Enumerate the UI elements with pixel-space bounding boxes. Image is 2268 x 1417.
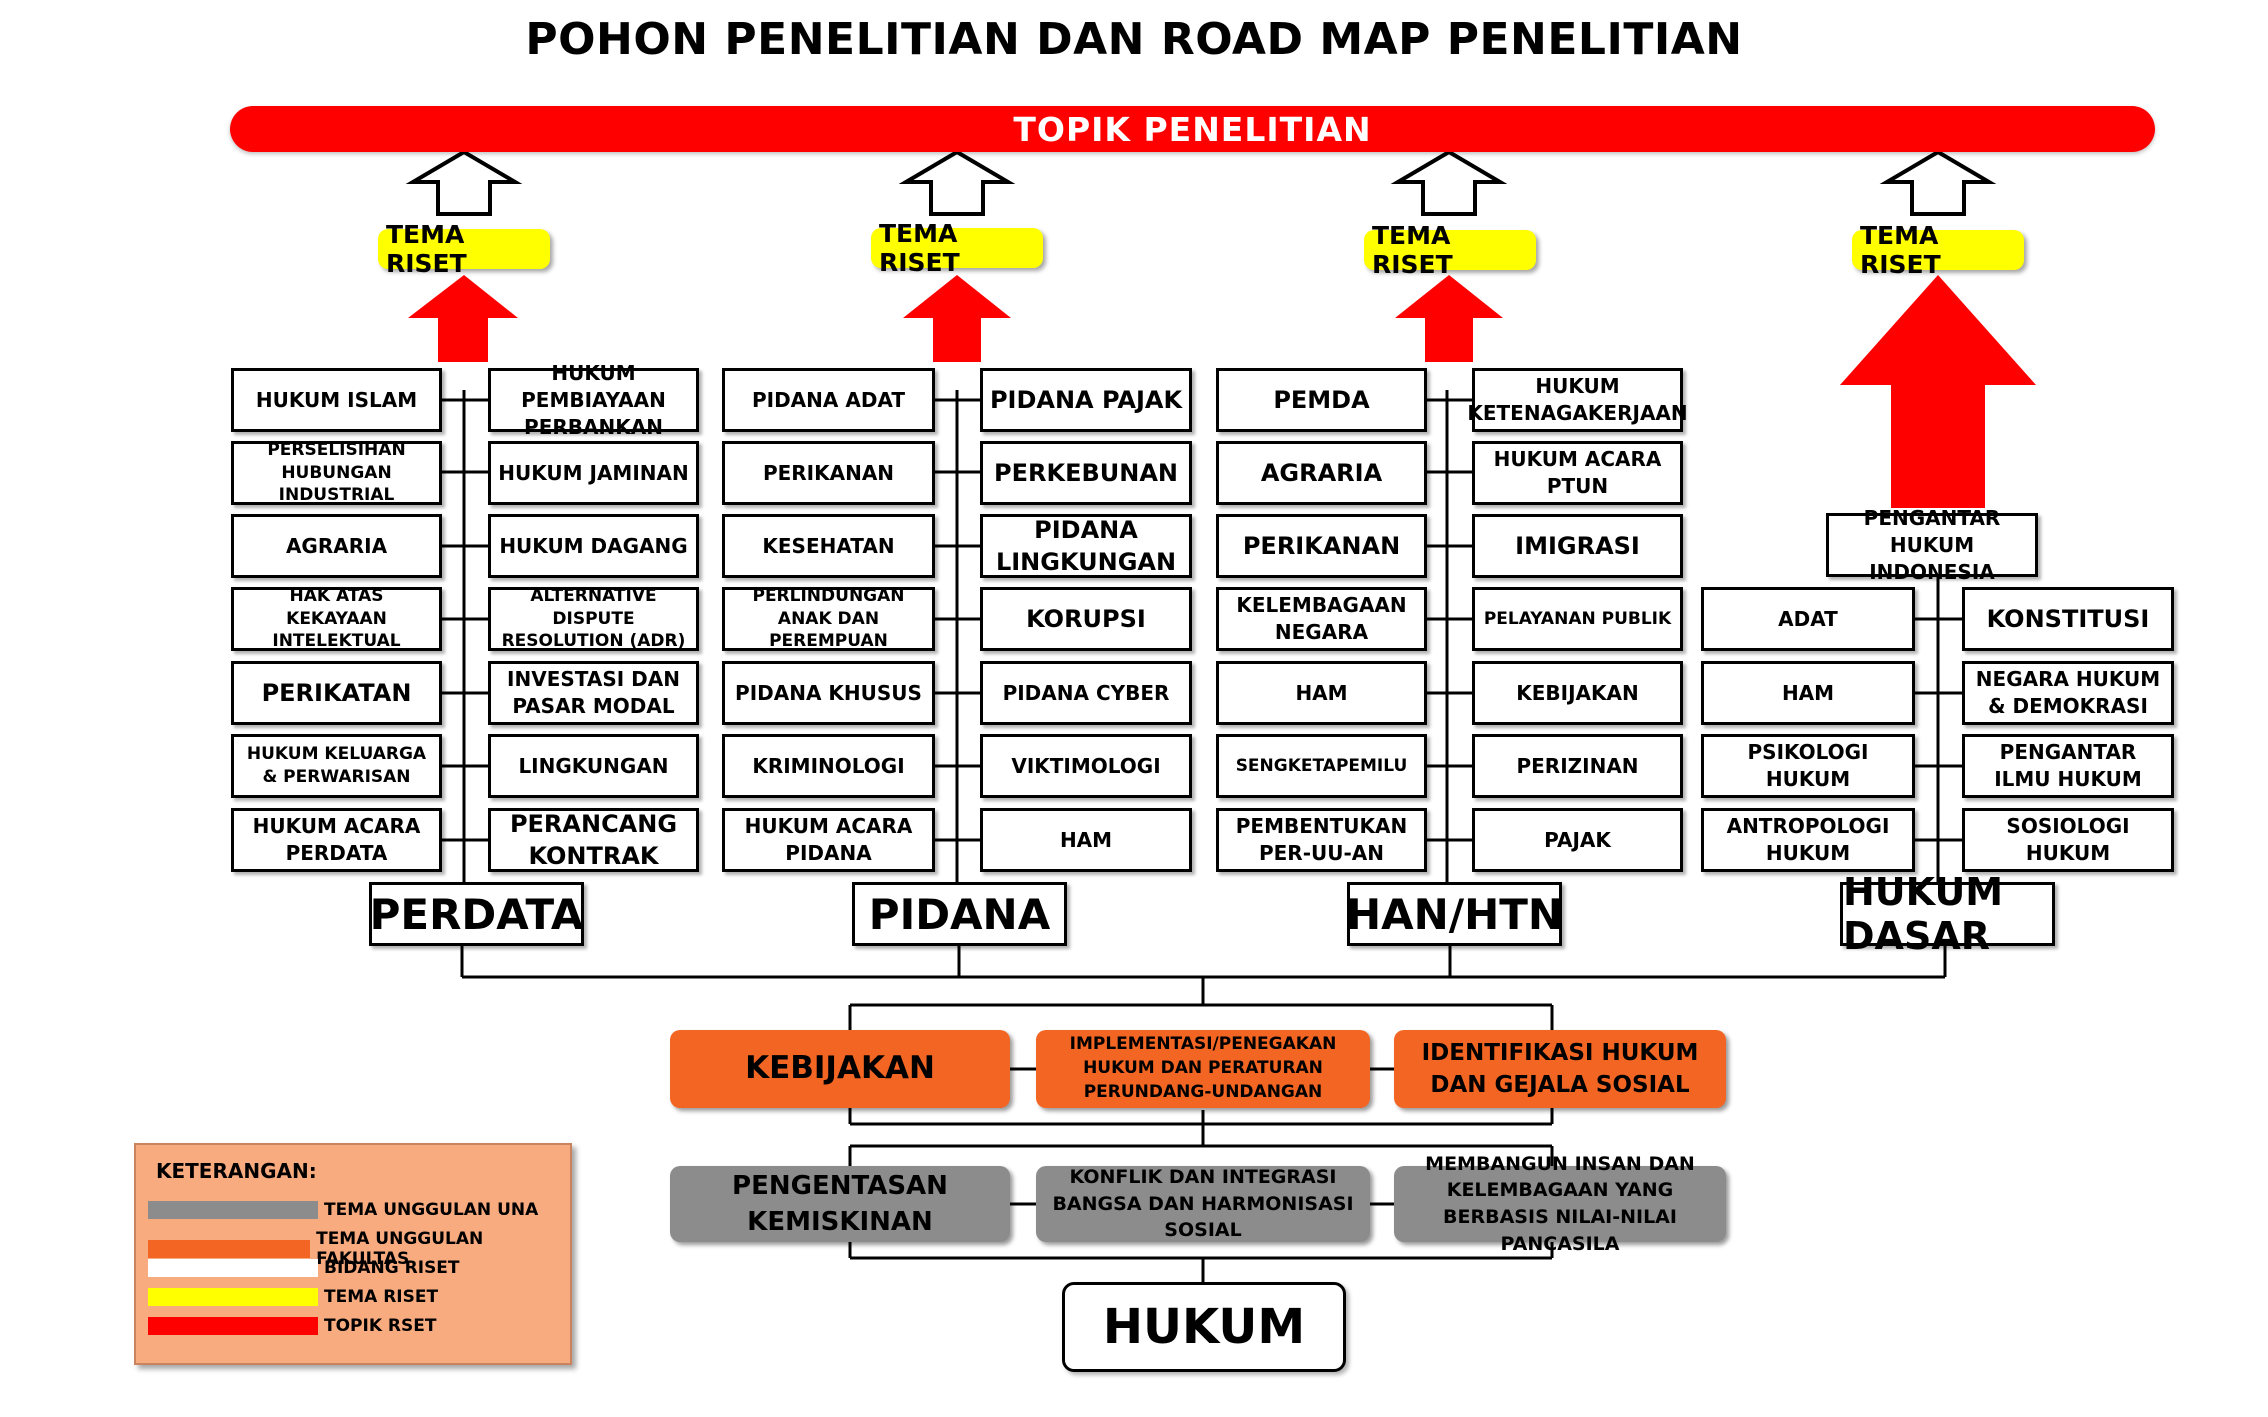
- bidang-box: PERKEBUNAN: [980, 441, 1192, 505]
- bidang-box: NEGARA HUKUM & DEMOKRASI: [1962, 661, 2174, 725]
- hollow-arrow-icon: [1879, 149, 1997, 216]
- legend-swatch: [148, 1201, 318, 1219]
- bidang-box: HUKUM DAGANG: [488, 514, 699, 578]
- bidang-box: PERIKANAN: [1216, 514, 1427, 578]
- bidang-box: HUKUM PEMBIAYAAN PERBANKAN: [488, 361, 699, 439]
- bidang-box: HUKUM ACARA PERDATA: [231, 808, 442, 872]
- category-han-htn: HAN/HTN: [1346, 882, 1563, 946]
- bidang-box: PAJAK: [1472, 808, 1683, 872]
- legend-item: TEMA RISET: [148, 1287, 438, 1307]
- legend: KETERANGAN: TEMA UNGGULAN UNA TEMA UNGGU…: [134, 1143, 572, 1365]
- bidang-box: PERSELISIHAN HUBUNGAN INDUSTRIAL: [231, 440, 442, 505]
- legend-swatch: [148, 1317, 318, 1335]
- tema-riset-perdata: TEMA RISET: [378, 220, 550, 278]
- bidang-box: KORUPSI: [980, 587, 1192, 651]
- bidang-box: PELAYANAN PUBLIK: [1472, 587, 1683, 651]
- category-hukum-dasar: HUKUM DASAR: [1840, 870, 2055, 958]
- bidang-box: HUKUM ACARA PIDANA: [722, 808, 935, 872]
- red-arrow-icon: [408, 275, 518, 362]
- bidang-box: PERLINDUNGAN ANAK DAN PEREMPUAN: [722, 586, 935, 651]
- bidang-box: HUKUM JAMINAN: [488, 441, 699, 505]
- bidang-box: IMIGRASI: [1472, 514, 1683, 578]
- bidang-box: HAK ATAS KEKAYAAN INTELEKTUAL: [231, 586, 442, 651]
- bidang-box: HAM: [980, 808, 1192, 872]
- bidang-box: PENGANTAR HUKUM INDONESIA: [1826, 506, 2038, 584]
- bidang-box: PERIKANAN: [722, 441, 935, 505]
- red-arrow-icon: [1840, 275, 2036, 508]
- bidang-box: KRIMINOLOGI: [722, 734, 935, 798]
- category-perdata: PERDATA: [369, 882, 584, 946]
- red-arrow-icon: [903, 275, 1011, 362]
- bidang-box: PSIKOLOGI HUKUM: [1701, 734, 1915, 798]
- red-arrow-icon: [1395, 275, 1503, 362]
- tema-riset-hukum-dasar: TEMA RISET: [1852, 221, 2024, 279]
- bidang-box: AGRARIA: [1216, 441, 1427, 505]
- bidang-box: PERIKATAN: [231, 661, 442, 725]
- legend-item: TEMA UNGGULAN UNA: [148, 1200, 538, 1220]
- bidang-box: ANTROPOLOGI HUKUM: [1701, 808, 1915, 872]
- page-title: POHON PENELITIAN DAN ROAD MAP PENELITIAN: [525, 14, 1743, 65]
- bidang-box: HUKUM KETENAGAKERJAAN: [1467, 368, 1688, 432]
- hollow-arrow-icon: [1390, 149, 1508, 216]
- bidang-box: PIDANA LINGKUNGAN: [980, 514, 1192, 578]
- bidang-box: ADAT: [1701, 587, 1915, 651]
- bidang-box: PERIZINAN: [1472, 734, 1683, 798]
- bidang-box: PIDANA ADAT: [722, 368, 935, 432]
- bidang-box: KESEHATAN: [722, 514, 935, 578]
- hollow-arrow-icon: [898, 149, 1016, 216]
- bidang-box: ALTERNATIVE DISPUTE RESOLUTION (ADR): [488, 586, 699, 651]
- legend-swatch: [148, 1259, 318, 1277]
- bidang-box: PIDANA PAJAK: [980, 368, 1192, 432]
- bidang-box: PERANCANG KONTRAK: [488, 808, 699, 872]
- legend-item: TOPIK RSET: [148, 1316, 436, 1336]
- legend-title: KETERANGAN:: [156, 1159, 317, 1183]
- bidang-box: HUKUM ISLAM: [231, 368, 442, 432]
- bidang-box: INVESTASI DAN PASAR MODAL: [488, 661, 699, 725]
- bidang-box: PENGANTAR ILMU HUKUM: [1962, 734, 2174, 798]
- legend-swatch: [148, 1288, 318, 1306]
- bidang-box: KEBIJAKAN: [1472, 661, 1683, 725]
- legend-item: TEMA UNGGULAN FAKULTAS: [148, 1229, 570, 1269]
- una-theme-kemiskinan: PENGENTASAN KEMISKINAN: [670, 1166, 1010, 1242]
- legend-item: BIDANG RISET: [148, 1258, 460, 1278]
- hollow-arrow-icon: [405, 149, 523, 216]
- una-theme-pancasila: MEMBANGUN INSAN DAN KELEMBAGAAN YANG BER…: [1394, 1153, 1726, 1255]
- bidang-box: HUKUM ACARA PTUN: [1472, 441, 1683, 505]
- bidang-box: HAM: [1701, 661, 1915, 725]
- tema-riset-han-htn: TEMA RISET: [1364, 221, 1536, 279]
- faculty-theme-implementasi: IMPLEMENTASI/PENEGAKAN HUKUM DAN PERATUR…: [1036, 1030, 1370, 1108]
- bidang-box: SOSIOLOGI HUKUM: [1962, 808, 2174, 872]
- tema-riset-pidana: TEMA RISET: [871, 219, 1043, 277]
- bidang-box: HUKUM KELUARGA & PERWARISAN: [231, 734, 442, 798]
- bidang-box: KONSTITUSI: [1962, 587, 2174, 651]
- bidang-box: AGRARIA: [231, 514, 442, 578]
- bidang-box: PIDANA KHUSUS: [722, 661, 935, 725]
- bidang-box: HAM: [1216, 661, 1427, 725]
- topic-bar: TOPIK PENELITIAN: [230, 106, 2155, 152]
- root-hukum: HUKUM: [1062, 1282, 1346, 1372]
- faculty-theme-kebijakan: KEBIJAKAN: [670, 1030, 1010, 1108]
- una-theme-konflik: KONFLIK DAN INTEGRASI BANGSA DAN HARMONI…: [1036, 1166, 1370, 1242]
- bidang-box: KELEMBAGAAN NEGARA: [1216, 587, 1427, 651]
- bidang-box: LINGKUNGAN: [488, 734, 699, 798]
- bidang-box: PEMDA: [1216, 368, 1427, 432]
- bidang-box: VIKTIMOLOGI: [980, 734, 1192, 798]
- bidang-box: SENGKETAPEMILU: [1216, 734, 1427, 798]
- legend-swatch: [148, 1240, 311, 1258]
- category-pidana: PIDANA: [852, 882, 1067, 946]
- bidang-box: PEMBENTUKAN PER-UU-AN: [1216, 808, 1427, 872]
- bidang-box: PIDANA CYBER: [980, 661, 1192, 725]
- faculty-theme-identifikasi: IDENTIFIKASI HUKUM DAN GEJALA SOSIAL: [1394, 1030, 1726, 1108]
